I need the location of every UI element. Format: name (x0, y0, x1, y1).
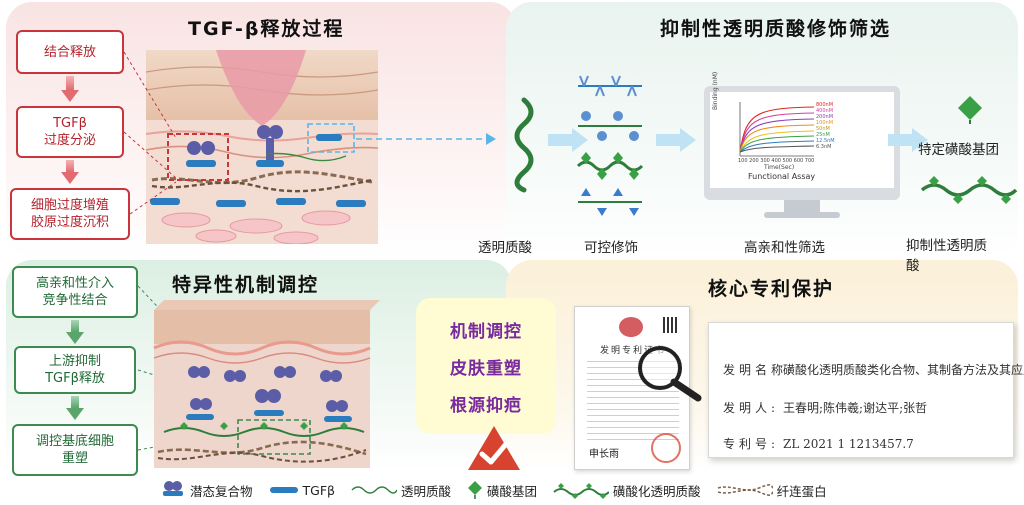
step-label: TGFβ 过度分泌 (43, 116, 96, 148)
step-label: 高亲和性介入 竞争性结合 (35, 276, 114, 308)
flow-stem (66, 160, 74, 172)
sulfonated-ha-strand (920, 176, 1018, 204)
legend-label: 纤连蛋白 (776, 483, 827, 499)
step-tgf-oversecretion: TGFβ 过度分泌 (16, 106, 124, 158)
conc-label: 50nM (816, 126, 830, 132)
legend-label: 透明质酸 (401, 483, 452, 499)
fibronectin-icon (717, 484, 773, 496)
label-screening: 高亲和性筛选 (744, 240, 825, 256)
sulfonate-group-icon (468, 481, 483, 499)
conc-label: 100nM (816, 120, 834, 126)
legend-item-complex: 潜态复合物 (160, 480, 253, 500)
legend-item-tgf: TGFβ (269, 482, 336, 498)
conc-label: 25nM (816, 132, 830, 138)
latent-complex-icon (163, 481, 183, 496)
flow-stem (71, 320, 79, 332)
flow-arrow (61, 90, 79, 102)
sulfonated-ha-icon (553, 483, 610, 499)
patent-inventor-value: 王春明;陈伟羲;谢达平;张哲 (783, 401, 928, 415)
conc-label: 6.3nM (816, 144, 832, 150)
legend-item-sulfonated-ha: 磺酸化透明质酸 (553, 481, 701, 500)
flow-arrow-icon (888, 128, 928, 152)
patent-name-value: 磺酸化透明质酸类化合物、其制备方法及其应用 (783, 363, 1024, 377)
summary-line-scar: 根源抑疤 (450, 395, 522, 416)
chart-caption: Functional Assay (748, 172, 816, 181)
patent-inventor-key: 发明人: (723, 401, 780, 415)
summary-line-mechanism: 机制调控 (450, 321, 522, 342)
tgf-release-title: TGF-β释放过程 (188, 18, 345, 40)
conc-label: 800nM (816, 102, 834, 108)
flow-arrow (66, 332, 84, 344)
patent-title: 核心专利保护 (708, 278, 835, 300)
official-seal-icon (651, 433, 681, 463)
legend-label: 潜态复合物 (190, 483, 253, 499)
patent-number-row: 专利号:ZL 2021 1 1213457.7 (723, 435, 914, 452)
chart-xlabel: Time(Sec) (764, 164, 795, 171)
legend-item-fibronectin: 纤连蛋白 (717, 481, 827, 500)
magnifier-icon (638, 346, 702, 402)
qr-code-icon (663, 317, 679, 333)
flow-arrow (66, 408, 84, 420)
patent-inventor-row: 发明人:王春明;陈伟羲;谢达平;张哲 (723, 399, 927, 416)
mechanism-title: 特异性机制调控 (172, 274, 320, 296)
step-basal-remodeling: 调控基底细胞 重塑 (12, 424, 138, 476)
flow-arrow (61, 172, 79, 184)
patent-name-row: 发明名称:磺酸化透明质酸类化合物、其制备方法及其应用 (723, 361, 1024, 378)
emblem-icon (619, 317, 643, 337)
chart-ylabel: Binding (nM) (712, 71, 719, 110)
summary-line-remodeling: 皮肤重塑 (450, 358, 522, 379)
patent-name-key: 发明名称: (723, 363, 796, 377)
step-binding-release: 结合释放 (16, 30, 124, 74)
chart-xticks: 100 200 300 400 500 600 700 (738, 158, 815, 164)
legend-item-ha: 透明质酸 (351, 481, 451, 500)
legend-label: TGFβ (302, 482, 336, 498)
skin-regulation-illustration (153, 300, 380, 468)
flow-stem (66, 76, 74, 90)
monitor-screen (710, 92, 894, 188)
monitor-stand (784, 200, 820, 214)
hyaluronic-acid-icon (351, 486, 398, 494)
certificate-title: 发明专利证书 (599, 346, 666, 356)
step-label: 上游抑制 TGFβ释放 (45, 354, 105, 386)
screening-title: 抑制性透明质酸修饰筛选 (660, 18, 892, 40)
flow-arrow-icon (548, 128, 588, 152)
patent-detail-card: 发明名称:磺酸化透明质酸类化合物、其制备方法及其应用 发明人:王春明;陈伟羲;谢… (708, 322, 1024, 458)
hyaluronic-acid-strand (514, 97, 534, 193)
step-label: 调控基底细胞 重塑 (35, 434, 114, 466)
patent-number-key: 专利号: (723, 437, 780, 451)
label-inhibitory-ha: 抑制性透明质 酸 (906, 238, 987, 274)
label-specific-group: 特定磺酸基团 (918, 142, 999, 158)
flow-arrow-icon (656, 128, 696, 152)
step-label: 细胞过度增殖 胶原过度沉积 (30, 198, 109, 230)
binding-curves-chart (739, 102, 815, 157)
skin-wound-illustration (146, 50, 378, 244)
patent-certificate: 发明专利证书 申长雨 (574, 306, 690, 470)
conc-label: 200nM (816, 114, 834, 120)
label-modification: 可控修饰 (584, 240, 638, 256)
label-ha: 透明质酸 (478, 240, 532, 256)
tgf-beta-icon (269, 487, 298, 493)
legend: 潜态复合物 TGFβ 透明质酸 磺酸基团 磺酸化透明质酸 (160, 480, 837, 500)
patent-number-value: ZL 2021 1 1213457.7 (783, 437, 914, 451)
certificate-signature: 申长雨 (589, 449, 619, 460)
step-competitive-binding: 高亲和性介入 竞争性结合 (12, 266, 138, 318)
chart-concentrations: 800nM 400nM 200nM 100nM 50nM 25nM 12.5nM… (816, 102, 835, 150)
conc-label: 400nM (816, 108, 834, 114)
checkmark-warning-icon (468, 426, 520, 470)
legend-label: 磺酸基团 (487, 483, 538, 499)
monitor-base (764, 212, 840, 218)
step-label: 结合释放 (43, 44, 96, 60)
legend-item-sulfonate: 磺酸基团 (467, 480, 537, 500)
flow-stem (71, 396, 79, 408)
summary-card: 机制调控 皮肤重塑 根源抑疤 (416, 298, 556, 434)
modification-variants (576, 75, 644, 216)
legend-label: 磺酸化透明质酸 (613, 483, 701, 499)
conc-label: 12.5nM (816, 138, 835, 144)
step-upstream-inhibition: 上游抑制 TGFβ释放 (14, 346, 136, 394)
step-cell-proliferation: 细胞过度增殖 胶原过度沉积 (10, 188, 130, 240)
sulfonate-group-icon (958, 96, 982, 124)
